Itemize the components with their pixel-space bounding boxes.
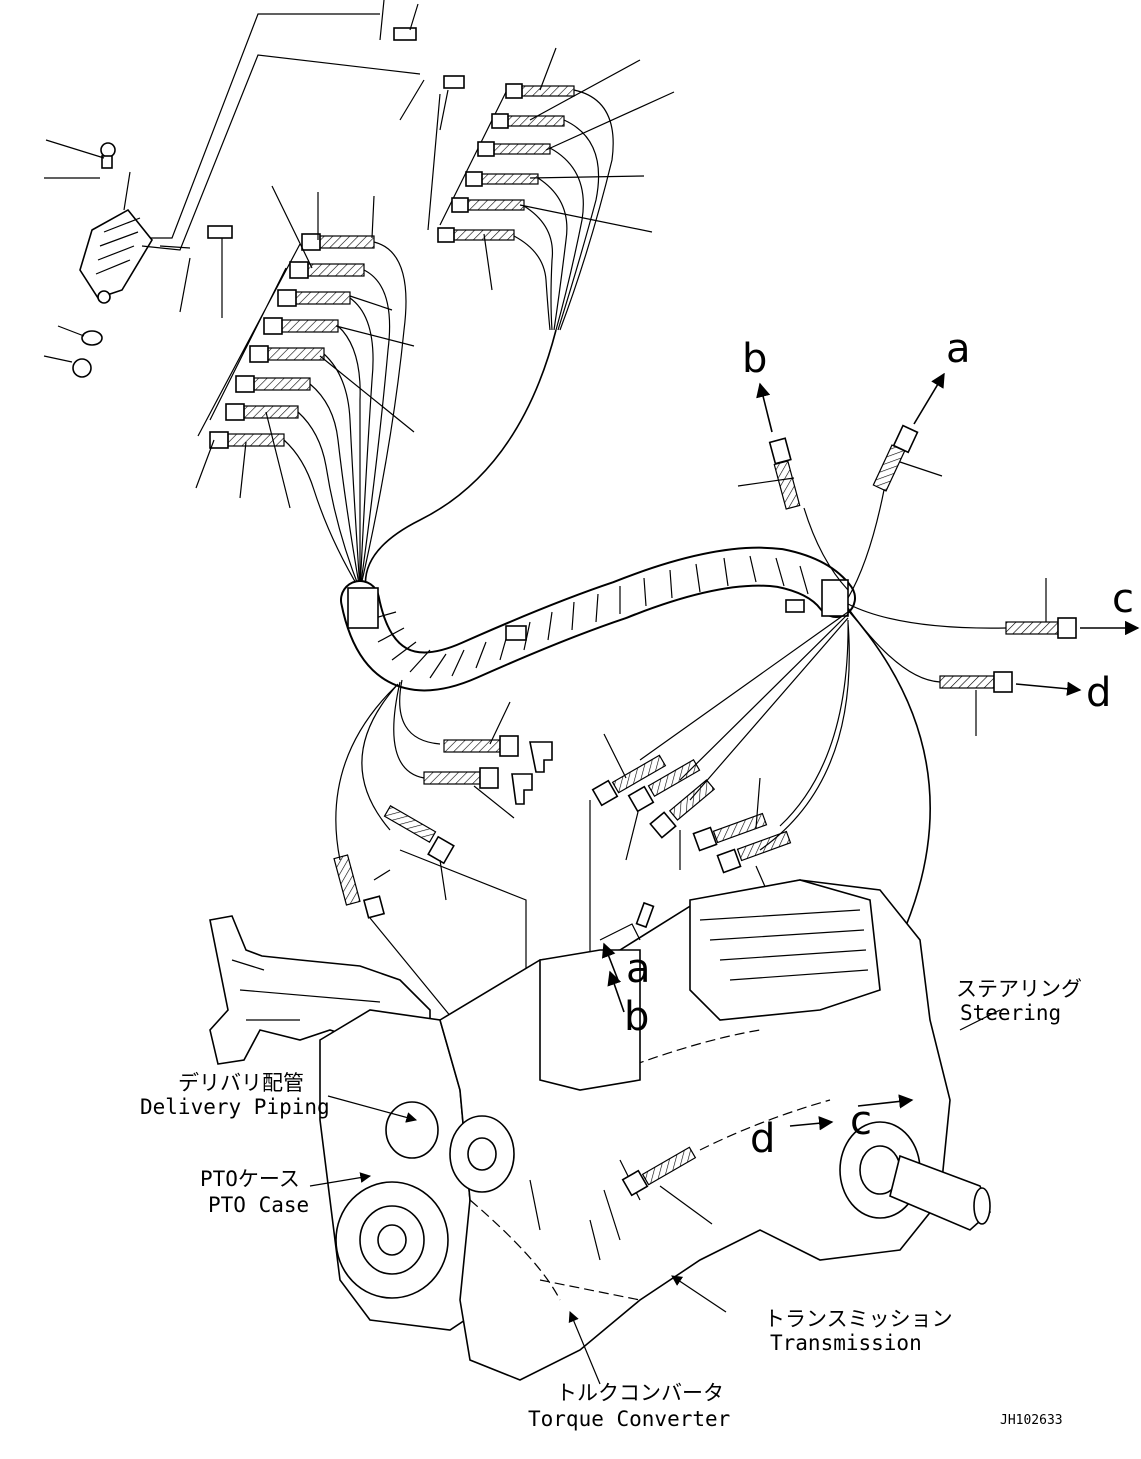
- pto-label-jp: PTOケース: [200, 1167, 300, 1191]
- ref-a-upper: a: [946, 326, 971, 372]
- top-small-fittings: [179, 0, 465, 318]
- torque-label-en: Torque Converter: [528, 1407, 730, 1431]
- delivery-label-jp: デリバリ配管: [178, 1071, 304, 1095]
- transmission-label-jp: トランスミッション: [764, 1307, 953, 1331]
- main-harness: [340, 546, 856, 692]
- steering-label-en: Steering: [960, 1001, 1061, 1025]
- transmission-label-en: Transmission: [770, 1331, 922, 1355]
- connectors-a-b: [737, 372, 945, 599]
- ref-b-upper: b: [742, 336, 767, 382]
- ref-d-upper: d: [1086, 670, 1111, 716]
- ref-d-lower: d: [750, 1116, 775, 1162]
- upper-right-connectors: [364, 47, 675, 591]
- ref-b-lower: b: [624, 994, 649, 1040]
- drawing-code: JH102633: [1000, 1413, 1063, 1428]
- connectors-c-d: [847, 578, 1140, 736]
- connector-block-left: [43, 139, 153, 378]
- pto-label-en: PTO Case: [208, 1193, 309, 1217]
- lower-harness-branches: [591, 609, 931, 1171]
- left-connectors: [195, 185, 415, 591]
- steering-label-jp: ステアリング: [956, 977, 1082, 1001]
- lower-left-branches: [333, 679, 591, 1041]
- torque-label-jp: トルクコンバータ: [556, 1381, 724, 1405]
- ref-c-upper: c: [1112, 576, 1134, 622]
- delivery-label-en: Delivery Piping: [140, 1095, 330, 1119]
- transmission-assembly: [209, 879, 991, 1381]
- ref-c-lower: c: [850, 1098, 872, 1144]
- ref-a-lower: a: [626, 946, 651, 992]
